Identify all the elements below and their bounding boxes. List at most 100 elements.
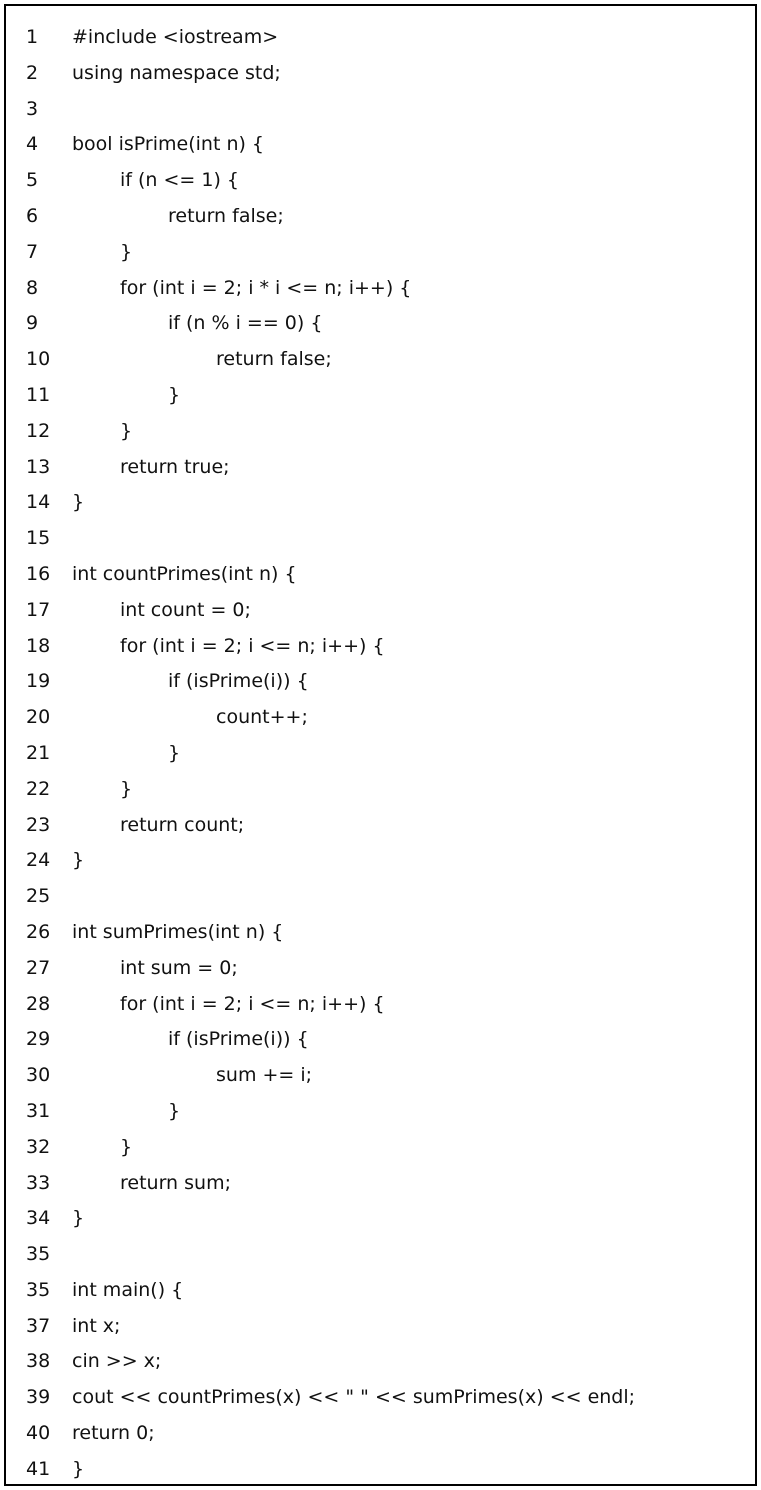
- line-number: 2: [26, 61, 39, 84]
- code-line-5: 5 if (n <= 1) {: [6, 163, 755, 199]
- line-code: }: [168, 1099, 181, 1122]
- code-line-40: 40 return 0;: [6, 1416, 755, 1452]
- line-number: 1: [26, 26, 39, 48]
- code-line-23: 23 return count;: [6, 808, 755, 844]
- line-number: 16: [26, 562, 51, 585]
- line-code: for (int i = 2; i * i <= n; i++) {: [120, 276, 412, 299]
- code-line-25: 25: [6, 879, 755, 915]
- line-code: return count;: [120, 813, 245, 836]
- line-number: 23: [26, 813, 51, 836]
- line-number: 12: [26, 419, 51, 442]
- line-code: }: [72, 1457, 85, 1480]
- line-code: }: [120, 777, 133, 800]
- code-line-11: 11}: [6, 378, 755, 414]
- line-number: 3: [26, 97, 39, 120]
- line-code: }: [120, 240, 133, 263]
- line-code: }: [120, 1135, 133, 1158]
- line-number: 37: [26, 1314, 51, 1337]
- line-code: bool isPrime(int n) {: [72, 133, 265, 156]
- line-code: int sumPrimes(int n) {: [72, 920, 284, 943]
- line-code: using namespace std;: [72, 61, 281, 84]
- line-code: }: [72, 491, 85, 514]
- line-number: 4: [26, 133, 39, 156]
- code-line-4: 4 bool isPrime(int n) {: [6, 127, 755, 163]
- line-number: 27: [26, 956, 51, 979]
- line-code: int countPrimes(int n) {: [72, 562, 297, 585]
- code-line-1: 1 #include <iostream>: [6, 20, 755, 56]
- code-line-37: 37 int x;: [6, 1309, 755, 1345]
- line-number: 41: [26, 1457, 51, 1480]
- line-number: 38: [26, 1350, 51, 1373]
- code-line-13: 13 return true;: [6, 450, 755, 486]
- code-line-22: 22}: [6, 772, 755, 808]
- line-number: 33: [26, 1171, 51, 1194]
- line-code: if (isPrime(i)) {: [168, 1028, 309, 1051]
- line-number: 11: [26, 383, 51, 406]
- code-line-3: 3: [6, 92, 755, 128]
- line-number: 22: [26, 777, 51, 800]
- line-code: int x;: [72, 1314, 121, 1337]
- line-number: 29: [26, 1028, 51, 1051]
- line-code: return 0;: [72, 1422, 155, 1445]
- line-code: return sum;: [120, 1171, 231, 1194]
- code-line-7: 7}: [6, 235, 755, 271]
- line-code: if (n % i == 0) {: [168, 312, 323, 335]
- code-line-15: 15: [6, 521, 755, 557]
- line-number: 20: [26, 706, 51, 729]
- line-number: 5: [26, 169, 39, 192]
- code-line-34: 34}: [6, 1201, 755, 1237]
- code-line-20: 20 count++;: [6, 700, 755, 736]
- line-code: }: [168, 383, 181, 406]
- code-line-29: 29 if (isPrime(i)) {: [6, 1022, 755, 1058]
- code-line-2: 2 using namespace std;: [6, 56, 755, 92]
- line-number: 25: [26, 885, 51, 908]
- line-number: 35: [26, 1278, 51, 1301]
- line-number: 10: [26, 348, 51, 371]
- line-code: }: [168, 741, 181, 764]
- code-listing-frame: 1 #include <iostream> 2 using namespace st…: [4, 4, 757, 1486]
- line-number: 7: [26, 240, 39, 263]
- line-number: 17: [26, 598, 51, 621]
- line-code: }: [120, 419, 133, 442]
- code-line-24: 24}: [6, 843, 755, 879]
- line-code: int count = 0;: [120, 598, 251, 621]
- line-number: 30: [26, 1064, 51, 1087]
- line-code: count++;: [216, 706, 308, 729]
- code-line-14: 14}: [6, 485, 755, 521]
- line-number: 19: [26, 670, 51, 693]
- line-code: #include <iostream>: [72, 26, 279, 48]
- line-number: 35: [26, 1243, 51, 1266]
- line-number: 24: [26, 849, 51, 872]
- line-number: 40: [26, 1422, 51, 1445]
- code-line-19: 19 if (isPrime(i)) {: [6, 664, 755, 700]
- line-code: return true;: [120, 455, 230, 478]
- line-number: 21: [26, 741, 51, 764]
- line-number: 34: [26, 1207, 51, 1230]
- line-code: for (int i = 2; i <= n; i++) {: [120, 992, 385, 1015]
- code-line-17: 17 int count = 0;: [6, 593, 755, 629]
- code-line-35: 35: [6, 1237, 755, 1273]
- code-lines: 1 #include <iostream> 2 using namespace st…: [6, 20, 755, 1488]
- line-code: if (isPrime(i)) {: [168, 670, 309, 693]
- code-line-21: 21}: [6, 736, 755, 772]
- line-number: 26: [26, 920, 51, 943]
- code-line-41: 41}: [6, 1452, 755, 1488]
- line-code: cout << countPrimes(x) << " " << sumPrim…: [72, 1386, 636, 1409]
- line-number: 13: [26, 455, 51, 478]
- code-line-32: 32}: [6, 1130, 755, 1166]
- line-code: if (n <= 1) {: [120, 169, 240, 192]
- line-code: }: [72, 1207, 85, 1230]
- line-code: }: [72, 849, 85, 872]
- line-code: return false;: [168, 204, 284, 227]
- line-code: for (int i = 2; i <= n; i++) {: [120, 634, 385, 657]
